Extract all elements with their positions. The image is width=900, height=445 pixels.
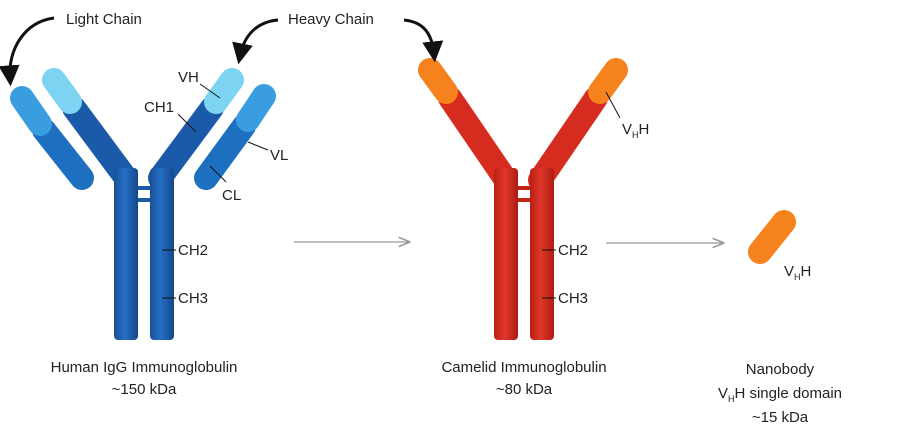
- camelid-right-heavy-arm: [528, 86, 608, 192]
- heavy-chain-label: Heavy Chain: [288, 11, 374, 28]
- human-left-light-chain-variable: [10, 86, 52, 136]
- camelid-leader-lines: [542, 91, 621, 299]
- camelid-heavy-stem-right: [530, 168, 554, 340]
- human-right-light-chain-variable: [236, 84, 276, 132]
- human-igg-antibody: [10, 68, 276, 340]
- human-heavy-stem-left: [114, 168, 138, 340]
- camelid-caption-mass: ~80 kDa: [496, 381, 553, 398]
- camelid-caption-title: Camelid Immunoglobulin: [441, 359, 606, 376]
- heavy-chain-pointer-left-arrow: [232, 18, 279, 65]
- camelid-antibody: [418, 58, 628, 340]
- light-chain-label: Light Chain: [66, 11, 142, 28]
- ch2-label-human: CH2: [178, 242, 208, 259]
- human-left-light-chain-constant: [32, 118, 94, 190]
- camelid-heavy-stem-left: [494, 168, 518, 340]
- vhh-label-nanobody: VHH: [784, 263, 811, 282]
- human-left-heavy-arm: [62, 96, 138, 190]
- human-right-heavy-arm: [148, 96, 224, 190]
- ch1-label: CH1: [144, 99, 174, 116]
- light-chain-pointer-arrow: [0, 16, 55, 87]
- nanobody-caption-domain: VHH single domain: [718, 385, 842, 404]
- cl-label: CL: [222, 187, 241, 204]
- nanobody-caption-title: Nanobody: [746, 361, 815, 378]
- nanobody-caption-mass: ~15 kDa: [752, 409, 809, 426]
- human-caption-mass: ~150 kDa: [112, 381, 177, 398]
- human-left-heavy-variable: [42, 68, 82, 114]
- camelid-hinge-bond: [518, 186, 530, 190]
- human-right-heavy-variable: [204, 68, 244, 114]
- nanobody-vhh-domain: [748, 210, 796, 264]
- ch2-label-camelid: CH2: [558, 242, 588, 259]
- human-right-light-chain-constant: [194, 114, 256, 190]
- human-leader-lines: [162, 83, 269, 299]
- vl-label: VL: [270, 147, 288, 164]
- camelid-right-vhh-domain: [588, 58, 628, 104]
- vh-label: VH: [178, 69, 199, 86]
- human-hinge-bond: [138, 198, 150, 202]
- camelid-left-vhh-domain: [418, 58, 458, 104]
- human-heavy-stem-right: [150, 168, 174, 340]
- heavy-chain-pointer-right-arrow: [403, 18, 444, 63]
- ch3-label-camelid: CH3: [558, 290, 588, 307]
- ch3-label-human: CH3: [178, 290, 208, 307]
- vhh-label-camelid: VHH: [622, 121, 649, 140]
- human-hinge-bond: [138, 186, 150, 190]
- human-caption-title: Human IgG Immunoglobulin: [51, 359, 238, 376]
- camelid-left-heavy-arm: [438, 86, 518, 192]
- camelid-hinge-bond: [518, 198, 530, 202]
